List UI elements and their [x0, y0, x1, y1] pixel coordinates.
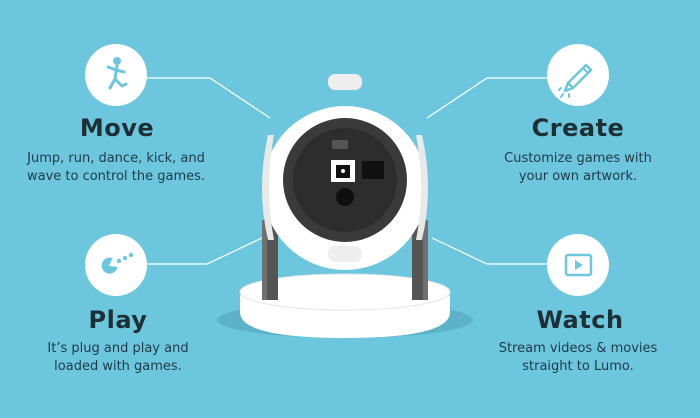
- watch-icon-circle: [547, 234, 609, 296]
- sensor-square: [362, 161, 384, 179]
- play-description-line2: loaded with games.: [54, 359, 182, 374]
- move-description: Jump, run, dance, kick, and wave to cont…: [8, 150, 224, 186]
- play-description-line1: It’s plug and play and: [47, 341, 189, 356]
- connector-move: [137, 77, 271, 119]
- connector-create: [426, 77, 547, 119]
- lumo-projector-illustration: [217, 74, 473, 338]
- running-person-icon: [106, 57, 128, 90]
- pen-icon: [558, 63, 593, 98]
- lens: [336, 188, 354, 206]
- bottom-tab: [328, 246, 362, 262]
- create-title: Create: [531, 114, 625, 142]
- play-description: It’s plug and play and loaded with games…: [20, 340, 216, 376]
- sphere-right-rim: [416, 135, 428, 240]
- play-icon-circle: [85, 234, 147, 296]
- move-title: Move: [79, 114, 155, 142]
- move-description-line1: Jump, run, dance, kick, and: [27, 151, 205, 166]
- connector-watch: [431, 237, 547, 265]
- play-title: Play: [88, 306, 148, 334]
- watch-description: Stream videos & movies straight to Lumo.: [478, 340, 678, 376]
- pacman-icon: [101, 252, 134, 274]
- sensor-top: [332, 140, 348, 149]
- move-description-line2: wave to control the games.: [26, 169, 206, 184]
- watch-title: Watch: [536, 306, 624, 334]
- base-top: [239, 273, 451, 311]
- sensor-led: [341, 169, 345, 173]
- watch-description-line2: straight to Lumo.: [522, 359, 634, 374]
- move-icon-circle: [85, 44, 147, 106]
- watch-description-line1: Stream videos & movies: [498, 341, 658, 356]
- connector-play: [137, 237, 263, 265]
- create-description-line1: Customize games with: [504, 151, 652, 166]
- sphere-left-rim: [262, 135, 274, 240]
- create-description: Customize games with your own artwork.: [478, 150, 678, 186]
- left-arm-face: [267, 220, 278, 300]
- play-video-icon: [564, 253, 593, 277]
- create-icon-circle: [547, 44, 609, 106]
- right-arm-face: [412, 220, 423, 300]
- create-description-line2: your own artwork.: [518, 169, 638, 184]
- top-tab: [328, 74, 362, 90]
